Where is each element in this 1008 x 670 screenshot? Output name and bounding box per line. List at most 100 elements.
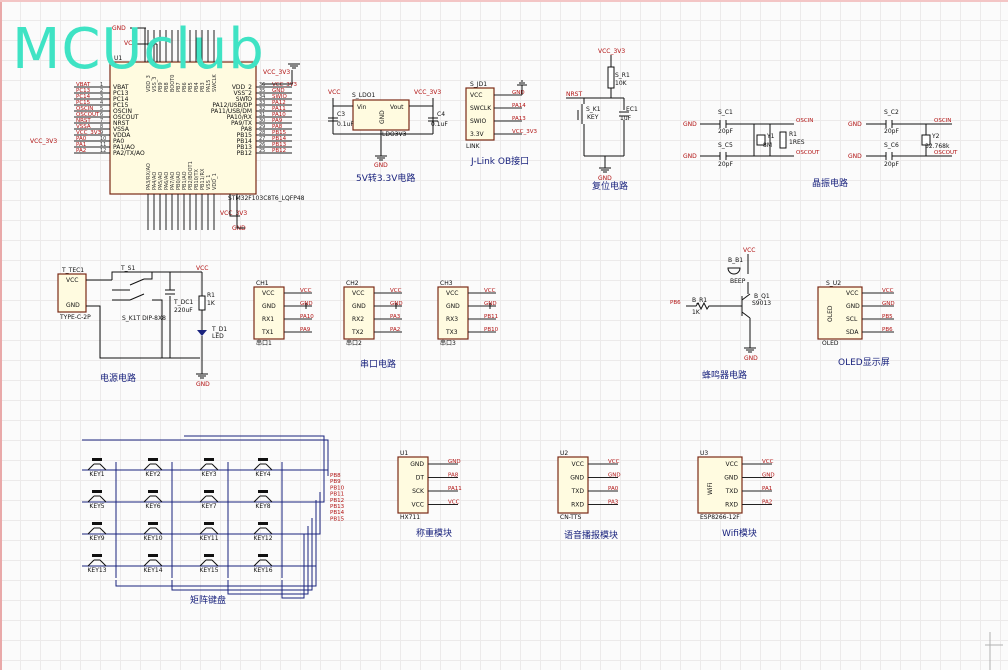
key-contact: [199, 495, 219, 503]
crystal2-y2: [921, 134, 931, 146]
key-label: KEY10: [143, 535, 162, 542]
matrix-key[interactable]: KEY11: [199, 522, 219, 542]
buzzer-net: PB6: [670, 300, 681, 306]
mcu-left-pin-name: PC14: [113, 96, 129, 103]
matrix-key[interactable]: KEY3: [199, 458, 219, 478]
sw-designator: T_S1: [120, 265, 135, 272]
matrix-key[interactable]: KEY15: [199, 554, 219, 574]
jlink-net-label: VCC_3V3: [512, 129, 537, 135]
mcu-left-net-label: PC15: [76, 100, 91, 106]
mcu-left-pin-number: 12: [100, 148, 106, 154]
module-part: HX711: [400, 514, 420, 521]
mcu-left-net-label: OSCIN: [76, 106, 93, 112]
key-cap: [258, 490, 268, 493]
matrix-key[interactable]: KEY1: [87, 458, 107, 478]
mcu-bottom-pin-name: PB11/RX: [200, 168, 206, 190]
power-vcc: VCC: [196, 265, 208, 272]
reset-gnd-symbol: [599, 167, 611, 173]
mcu-left-pin-number: 8: [100, 124, 103, 130]
module-pin-name: GND: [570, 475, 584, 482]
mcu-top-pin-name: PB3: [200, 82, 206, 92]
key-net-label: PB8: [330, 473, 341, 479]
header-net-label: VCC: [484, 288, 496, 294]
matrix-key[interactable]: KEY8: [253, 490, 273, 510]
buzzer-circuit[interactable]: VCC B_B1 BEEP B_Q1 S9013 B_R1 1K PB6 GND: [670, 247, 771, 362]
logo: MCUclub: [12, 17, 265, 82]
matrix-key[interactable]: KEY9: [87, 522, 107, 542]
ldo-circuit[interactable]: S_LDO1 Vin Vout GND LDO3V3 VCC VCC_3V3 C…: [328, 89, 448, 169]
key-contact: [87, 559, 107, 567]
key-label: KEY8: [255, 503, 270, 510]
crystal1-wires: [700, 123, 794, 157]
module-part: CN-TTS: [560, 514, 582, 521]
led-value: LED: [212, 333, 224, 340]
c2v: 20pF: [884, 128, 899, 135]
crystal-circuit[interactable]: GND GND S_C1 20pF S_C5 20pF Y1 8M R1 1RE…: [683, 109, 958, 168]
header-pin-name: TX2: [351, 329, 364, 336]
mcu-left-net-label: PA1: [76, 142, 86, 148]
ldo-designator: S_LDO1: [352, 92, 375, 99]
key-cap: [92, 522, 102, 525]
key-cap: [204, 458, 214, 461]
crystal2-caps: [885, 120, 893, 160]
matrix-key[interactable]: KEY13: [87, 554, 107, 574]
ldo-vin: Vin: [357, 104, 367, 111]
key-cap: [204, 554, 214, 557]
crystal2-wires: [866, 123, 952, 157]
key-cap: [92, 458, 102, 461]
key-contact: [87, 527, 107, 535]
mcu-bottom-pin-name: PA4/AO: [152, 172, 158, 190]
mcu-left-pin-number: 7: [100, 118, 103, 124]
key-cap: [148, 554, 158, 557]
key-label: KEY15: [199, 567, 218, 574]
key-cap: [148, 458, 158, 461]
module-net-label: PA0: [608, 486, 619, 492]
matrix-key[interactable]: KEY12: [253, 522, 273, 542]
module-net-label: GND: [448, 459, 461, 465]
matrix-key[interactable]: KEY14: [143, 554, 163, 574]
matrix-key[interactable]: KEY2: [143, 458, 163, 478]
title-keyboard: 矩阵键盘: [190, 594, 226, 606]
mcu-right-pin-name: PA9/TX: [231, 120, 252, 127]
title-voice: 语音播报模块: [564, 529, 618, 541]
usb-designator: T_TEC1: [61, 267, 84, 274]
matrix-key[interactable]: KEY7: [199, 490, 219, 510]
cap-value: 220uF: [174, 307, 193, 314]
matrix-key[interactable]: KEY10: [143, 522, 163, 542]
reset-circuit[interactable]: VCC_3V3 S_R1 10K NRST S_K1 KEY EC1 1uF G…: [566, 48, 638, 182]
key-label: KEY4: [255, 471, 270, 478]
matrix-key[interactable]: KEY4: [253, 458, 273, 478]
buzzer-vcc: VCC: [743, 247, 755, 254]
power-circuit[interactable]: T_TEC1 TYPE-C-2P VCC GND T_S1 S_K1T DIP-…: [57, 265, 227, 388]
mcu-bottom-pin-name: PA5/AO: [158, 172, 164, 190]
key-cap: [204, 522, 214, 525]
oled-pin-name: SDA: [846, 329, 859, 336]
buzzer-resistor: [686, 301, 713, 311]
crystal1-r1: [779, 131, 787, 149]
matrix-key[interactable]: KEY6: [143, 490, 163, 510]
buzzer-wires: [712, 254, 751, 348]
oled-body: [817, 286, 863, 340]
header-gnd-symbol: [305, 303, 312, 309]
matrix-key[interactable]: KEY16: [253, 554, 273, 574]
oled-part: OLED: [822, 340, 839, 347]
mcu-left-pin-name: OSCIN: [113, 108, 132, 115]
mcu-right-pin-name: PA8: [241, 126, 252, 133]
header-pin-name: GND: [446, 303, 460, 310]
jlink-part: LINK: [466, 143, 481, 150]
matrix-key[interactable]: KEY5: [87, 490, 107, 510]
c1-gnd: GND: [683, 121, 697, 128]
mcu-component[interactable]: U1 STM32F103C8T6_LQFP48 VBAT1VBATPC132PC…: [74, 30, 305, 230]
title-serial: 串口电路: [360, 358, 396, 370]
mcu-bottom-pin-name: PB2/BOOT1: [188, 161, 194, 190]
